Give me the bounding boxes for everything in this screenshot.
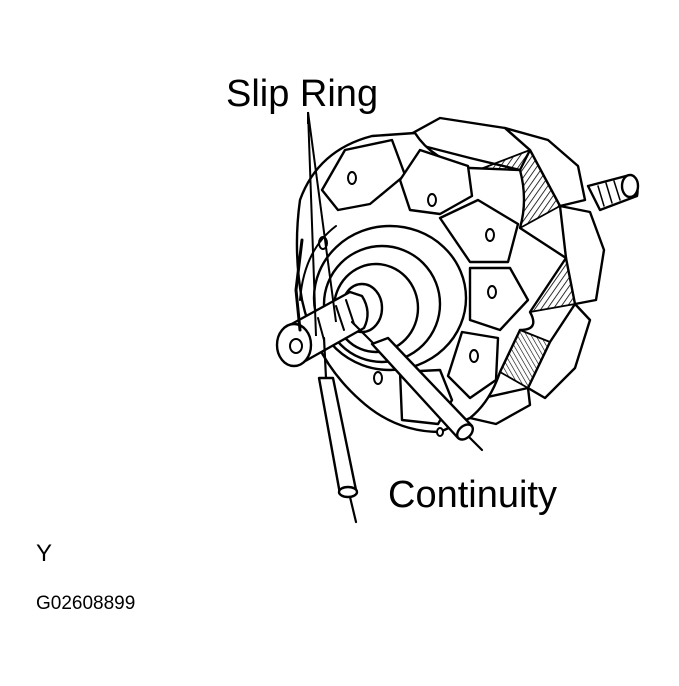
rotor-rear-shaft	[586, 173, 640, 212]
rotor-front-claws	[320, 138, 530, 426]
slip-ring-leader-lines	[307, 111, 337, 337]
rotor-rivet-holes	[318, 171, 497, 437]
alternator-rotor-illustration	[275, 116, 640, 437]
figure-id-code: G02608899	[36, 593, 136, 614]
probe-right	[350, 320, 484, 452]
continuity-label: Continuity	[388, 474, 557, 516]
slip-ring-assembly	[275, 282, 384, 368]
ohmmeter-probe-illustration	[317, 320, 484, 524]
view-code-letter: Y	[36, 540, 53, 567]
slip-ring-label: Slip Ring	[226, 73, 378, 115]
probe-left	[317, 336, 359, 524]
